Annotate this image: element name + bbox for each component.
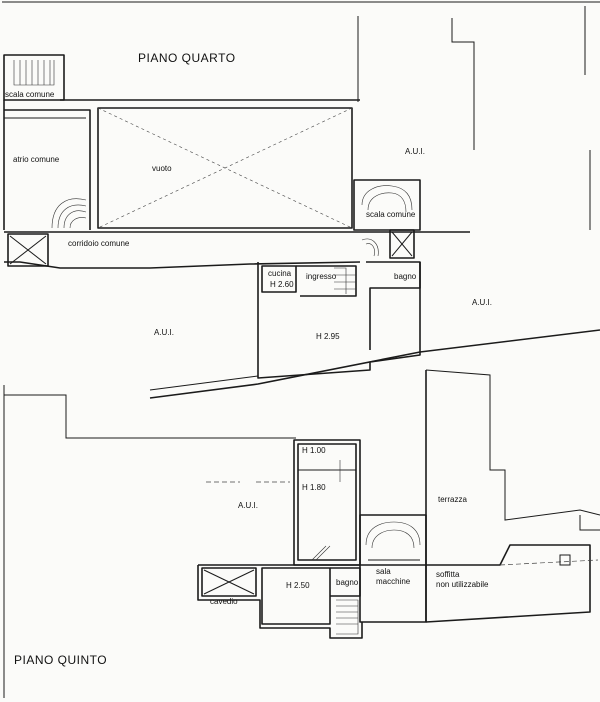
room-label-room-height: H 2.50 [286,581,310,590]
room-label-corridor: corridoio comune [68,239,130,248]
room-label-bathroom-fourth: bagno [394,272,417,281]
room-label-terrace: terrazza [438,495,467,504]
room-label-aui-left: A.U.I. [154,328,175,337]
floor-title-fourth: PIANO QUARTO [138,51,236,65]
room-label-aui-right: A.U.I. [472,298,493,307]
room-label-kitchen-height: H 2.60 [270,280,294,289]
room-label-machine-room: sala macchine [376,567,411,586]
floor-title-fifth: PIANO QUINTO [14,653,108,667]
room-label-atrium: atrio comune [13,155,60,164]
room-label-stair-common-left: scala comune [5,90,55,99]
room-label-main-height: H 2.95 [316,332,340,341]
room-label-entrance: ingresso [306,272,337,281]
fifth-floor-plan [3,369,600,698]
room-label-aui-top-right: A.U.I. [405,147,426,156]
fourth-floor-plan [2,1,600,399]
room-label-height-top: H 1.00 [302,446,326,455]
room-label-height-mid: H 1.80 [302,483,326,492]
room-label-light-well: cavedio [210,597,238,606]
room-label-aui-fifth: A.U.I. [238,501,259,510]
room-label-attic: soffitta non utilizzabile [436,570,489,589]
room-label-bathroom-fifth: bagno [336,578,359,587]
room-label-void: vuoto [152,164,172,173]
room-label-kitchen: cucina [268,269,292,278]
room-label-stair-common-right: scala comune [366,210,416,219]
